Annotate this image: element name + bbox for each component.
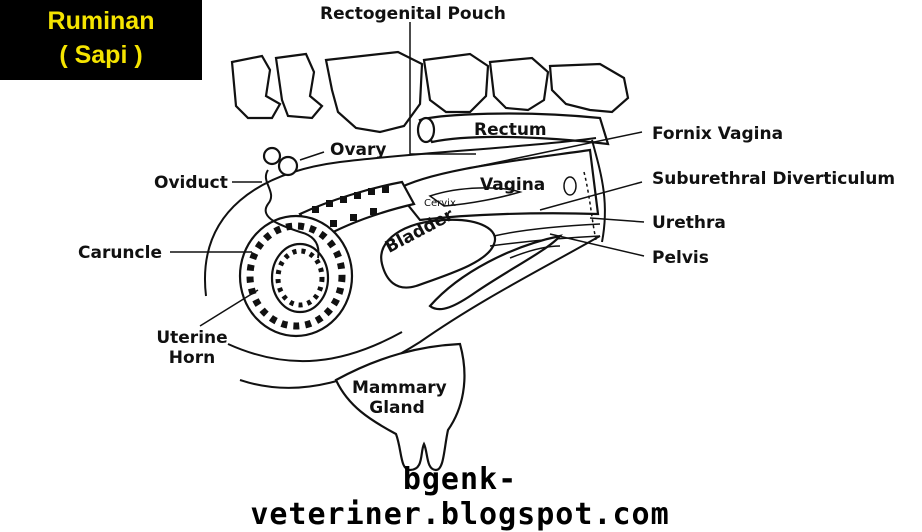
label-pelvis: Pelvis [652, 248, 709, 268]
label-cervix: Cervix [424, 198, 456, 209]
label-fornix-vagina: Fornix Vagina [652, 124, 784, 144]
label-suburethral-diverticulum: Suburethral Diverticulum [652, 169, 896, 189]
label-rectogenital-pouch: Rectogenital Pouch [320, 4, 506, 24]
uterus-body [298, 180, 416, 242]
label-caruncle: Caruncle [78, 243, 162, 263]
header-subtitle: ( Sapi ) [59, 41, 143, 69]
abdominal-wall [227, 331, 403, 363]
label-oviduct: Oviduct [154, 173, 228, 193]
label-urethra: Urethra [652, 213, 726, 233]
uterine-horn [238, 214, 354, 338]
label-mammary-gland: Mammary Gland [352, 378, 447, 418]
mammary-gland [334, 342, 466, 472]
ovary [277, 155, 299, 177]
anatomy-drawing [170, 22, 645, 472]
diagram-canvas: Ruminan ( Sapi ) Rectogenital Pouch Rect… [0, 0, 896, 532]
body-outline-lower [239, 235, 601, 389]
vertebrae [230, 50, 630, 134]
vulva [591, 139, 606, 243]
header-title: Ruminan [47, 7, 155, 35]
label-uterine-horn: Uterine Horn [156, 328, 228, 368]
body-outline-upper [204, 137, 597, 297]
header-badge: Ruminan ( Sapi ) [0, 0, 202, 80]
rectum [416, 112, 610, 146]
pelvis [428, 234, 563, 311]
vagina [394, 148, 600, 222]
label-rectum: Rectum [474, 120, 547, 140]
footer-url: bgenk-veteriner.blogspot.com [250, 462, 670, 532]
oviduct [264, 169, 320, 259]
label-vagina: Vagina [480, 175, 546, 195]
leader-lines [170, 22, 645, 327]
label-ovary: Ovary [330, 140, 387, 160]
